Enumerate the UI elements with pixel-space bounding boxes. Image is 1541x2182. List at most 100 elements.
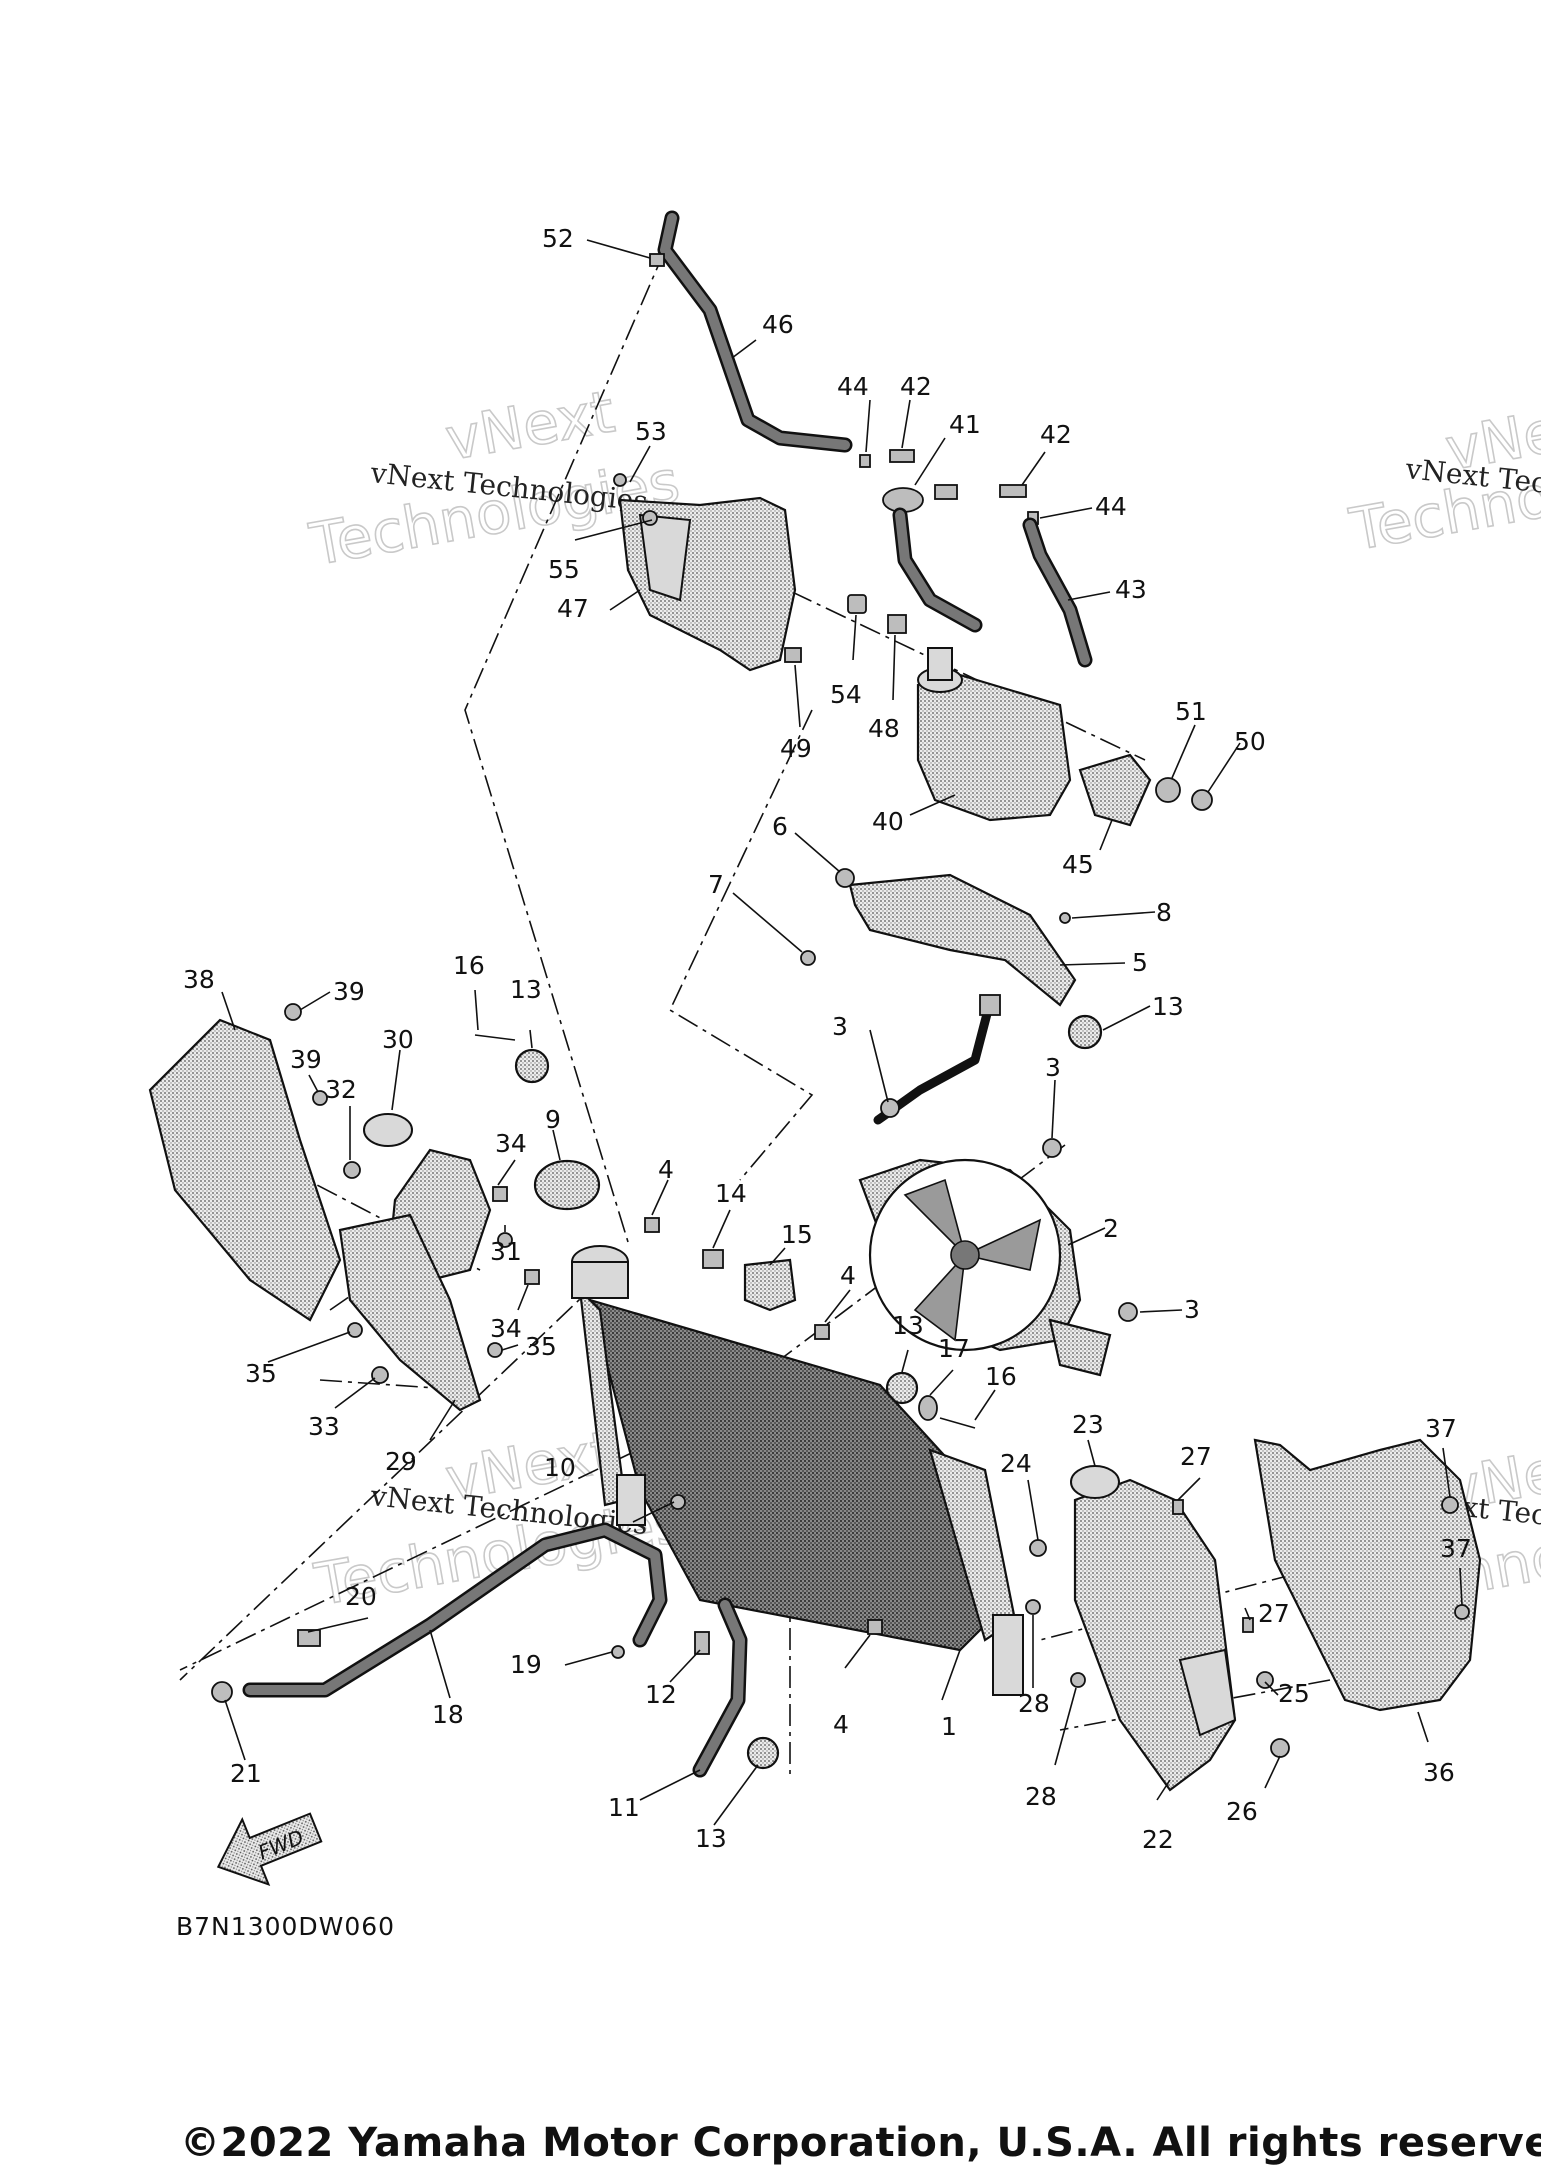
diagram-code: B7N1300DW060 [176, 1912, 396, 1941]
callout-35: 35 [525, 1332, 557, 1361]
nut-49 [784, 647, 802, 663]
callout-9: 9 [545, 1105, 561, 1134]
callout-21: 21 [230, 1759, 262, 1788]
callout-31: 31 [490, 1237, 522, 1266]
nut-27 [1172, 1499, 1184, 1515]
clamp-20 [297, 1629, 321, 1647]
bolt-35 [487, 1342, 503, 1358]
screw-8 [1059, 912, 1071, 924]
clamp-19 [611, 1645, 625, 1659]
callout-1: 1 [941, 1712, 957, 1741]
callout-29: 29 [385, 1447, 417, 1476]
nut-4 [867, 1619, 883, 1635]
callout-49: 49 [780, 734, 812, 763]
callout-3: 3 [1184, 1295, 1200, 1324]
bolt-16 [474, 1034, 516, 1041]
bolt-32 [343, 1161, 361, 1179]
inner-cover-panel [1178, 1648, 1237, 1737]
nut-4 [644, 1217, 660, 1233]
callout-13: 13 [510, 975, 542, 1004]
nut-34 [492, 1186, 508, 1202]
bracket-45 [1078, 753, 1152, 827]
nut-4 [814, 1324, 830, 1340]
watermark-group-top-right: vNext Technologies vNext Technologies [1344, 387, 1541, 565]
bolt-3 [1118, 1302, 1138, 1322]
callout-3: 3 [832, 1012, 848, 1041]
collar-54 [847, 594, 867, 614]
callout-4: 4 [833, 1710, 849, 1739]
screw-10 [670, 1494, 686, 1510]
bolt-28 [1025, 1599, 1041, 1615]
callout-10: 10 [544, 1453, 576, 1482]
callout-42: 42 [1040, 420, 1072, 449]
grommet-13 [1067, 1014, 1103, 1050]
clip-44 [859, 454, 871, 468]
bolt-50 [1191, 789, 1213, 811]
bolt-26 [1270, 1738, 1290, 1758]
callout-17: 17 [938, 1334, 970, 1363]
callout-labels: 1 2 3 3 3 4 4 4 5 6 7 8 9 10 11 12 13 13… [183, 224, 1472, 1854]
copyright-notice: ©2022 Yamaha Motor Corporation, U.S.A. A… [180, 2120, 1541, 2166]
grommet-13 [746, 1736, 780, 1770]
callout-26: 26 [1226, 1797, 1258, 1826]
bracket-5 [848, 873, 1077, 1007]
callout-7: 7 [708, 870, 724, 899]
cooling-fan-2 [858, 1158, 1112, 1377]
callout-23: 23 [1072, 1410, 1104, 1439]
callout-37: 37 [1440, 1534, 1472, 1563]
callout-24: 24 [1000, 1449, 1032, 1478]
grommet-55 [642, 510, 658, 526]
callout-16: 16 [453, 951, 485, 980]
callout-48: 48 [868, 714, 900, 743]
radiator-cap-9 [533, 1159, 601, 1211]
callout-18: 18 [432, 1700, 464, 1729]
callout-41: 41 [949, 410, 981, 439]
callout-33: 33 [308, 1412, 340, 1441]
grommet-23 [1070, 1465, 1120, 1499]
washer-17 [918, 1395, 938, 1421]
callout-32: 32 [325, 1075, 357, 1104]
bolt-53 [613, 473, 627, 487]
grommet-30 [363, 1113, 413, 1147]
callout-54: 54 [830, 680, 862, 709]
side-cover-38 [148, 1018, 342, 1322]
callout-6: 6 [772, 812, 788, 841]
callout-43: 43 [1115, 575, 1147, 604]
callout-44: 44 [837, 372, 869, 401]
callout-47: 47 [557, 594, 589, 623]
bolt-33 [371, 1366, 389, 1384]
leader-lines [221, 239, 1463, 1826]
hose-43 [1022, 517, 1093, 668]
inner-cover-29 [338, 1213, 482, 1412]
callout-13: 13 [892, 1311, 924, 1340]
clip-52 [649, 253, 665, 267]
bolt-37 [1454, 1604, 1470, 1620]
side-cover-36 [1253, 1438, 1482, 1712]
reservoir-tank-40 [916, 647, 1072, 822]
collar-7 [800, 950, 816, 966]
reservoir-cover-panel [638, 513, 692, 602]
callout-28: 28 [1025, 1782, 1057, 1811]
callout-34: 34 [495, 1129, 527, 1158]
collar-31 [497, 1232, 513, 1248]
callout-38: 38 [183, 965, 215, 994]
radiator-1 [571, 1245, 1024, 1696]
callout-11: 11 [608, 1793, 640, 1822]
grommet-13 [885, 1371, 919, 1405]
callout-12: 12 [645, 1680, 677, 1709]
callout-46: 46 [762, 310, 794, 339]
bolt-37 [1441, 1496, 1459, 1514]
callout-5: 5 [1132, 948, 1148, 977]
bolt-6 [835, 868, 855, 888]
nut-51 [1155, 777, 1181, 803]
damper-48 [887, 614, 907, 634]
breather-hose-46 [657, 210, 853, 453]
callout-53: 53 [635, 417, 667, 446]
nut-27 [1242, 1617, 1254, 1633]
reservoir-cap-41 [882, 484, 983, 633]
callout-45: 45 [1062, 850, 1094, 879]
callout-3: 3 [1045, 1053, 1061, 1082]
callout-27: 27 [1180, 1442, 1212, 1471]
callout-55: 55 [548, 555, 580, 584]
